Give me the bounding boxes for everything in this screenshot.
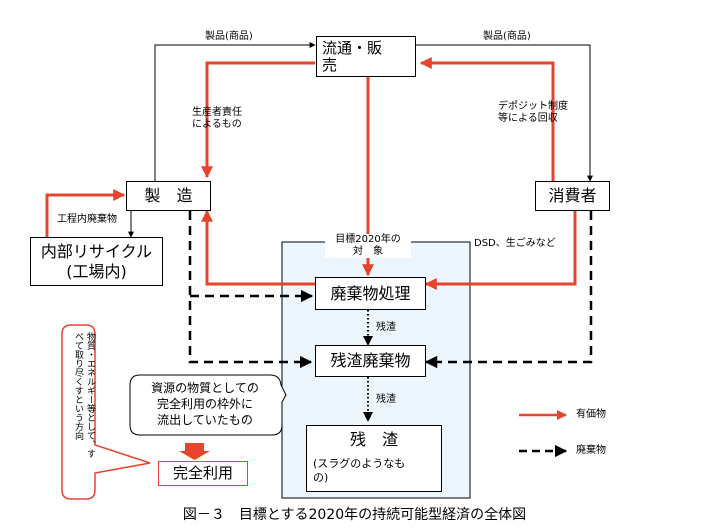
- complete-use-arrow-shaft: [185, 443, 204, 451]
- waste-treatment-label: 廃棄物処理: [330, 284, 411, 303]
- residue-flow-label-2: 残渣: [376, 394, 396, 405]
- residual-waste-node: 残渣廃棄物: [315, 345, 426, 377]
- target-2020-label: 目標2020年の 対 象: [325, 234, 411, 258]
- dsd-garbage-label: DSD、生ごみなど: [474, 238, 556, 249]
- figure-caption: 図－３ 目標とする2020年の持続可能型経済の全体図: [182, 507, 527, 523]
- vertical-note-text: 物質・エネルギー等として、す べて取り尽くすという方向: [73, 332, 95, 458]
- outside-framework-callout: [129, 374, 287, 436]
- producer-responsibility-label: 生産者責任 によるもの: [192, 107, 242, 130]
- consumer-to-treatment-flow: [424, 211, 577, 290]
- treatment-to-manufacturing-flow: [201, 209, 315, 286]
- internal-recycle-flow: [45, 189, 126, 240]
- consumer-node: 消費者: [535, 181, 610, 211]
- legend-valuables-label: 有価物: [576, 409, 606, 420]
- producer-responsibility-flow: [201, 61, 315, 179]
- consumer-label: 消費者: [548, 186, 597, 205]
- complete-use-arrow-head: [179, 451, 210, 460]
- vertical-note-callout: [61, 324, 151, 500]
- distribution-node: 流通・販 売: [316, 36, 416, 77]
- deposit-system-label: デポジット制度 等による回収: [498, 101, 568, 124]
- manufacturing-label: 製 造: [144, 186, 193, 205]
- complete-use-label: 完全利用: [172, 464, 233, 482]
- manufacturing-node: 製 造: [126, 181, 211, 211]
- manufacturing-to-residual-waste: [188, 211, 313, 369]
- residue-flow-label-1: 残渣: [376, 322, 396, 333]
- distribution-label: 流通・販 売: [322, 39, 383, 74]
- residue-title: 残 渣: [349, 430, 398, 449]
- waste-treatment-node: 廃棄物処理: [315, 277, 426, 310]
- legend-waste-label: 廃棄物: [576, 445, 606, 456]
- internal-recycle-label: 内部リサイクル (工場内): [40, 242, 153, 281]
- factory-waste-label: 工程内廃棄物: [57, 214, 117, 225]
- residue-node: 残 渣 (スラグのようなも の): [306, 425, 442, 492]
- product-flow-left: [154, 42, 316, 181]
- complete-use-node: 完全利用: [158, 461, 248, 486]
- consumer-to-residual-waste: [424, 211, 593, 369]
- products-left-label: 製品(商品): [205, 31, 253, 42]
- residue-note: (スラグのようなも の): [313, 457, 406, 484]
- internal-recycle-node: 内部リサイクル (工場内): [30, 237, 163, 286]
- products-right-label: 製品(商品): [483, 31, 531, 42]
- outside-framework-text: 資源の物質としての 完全利用の枠外に 流出していたもの: [151, 381, 259, 427]
- product-flow-right: [415, 44, 593, 182]
- residual-waste-label: 残渣廃棄物: [330, 351, 411, 370]
- deposit-collection-flow: [419, 57, 555, 181]
